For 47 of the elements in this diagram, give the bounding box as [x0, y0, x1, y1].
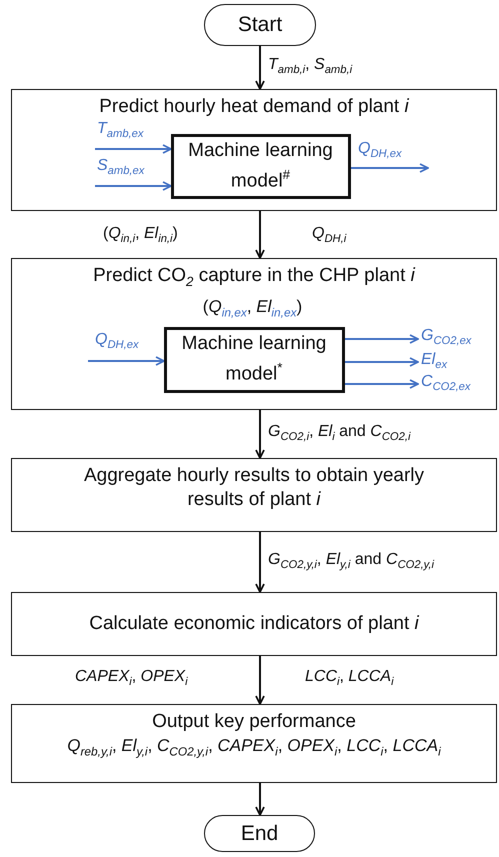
edge-label: El$_{ex}$: [421, 350, 448, 374]
edge-label: G$_{CO2,y,i}$, El$_{y,i}$ and C$_{CO2,y,i}$: [268, 550, 434, 574]
arrow: [345, 334, 419, 344]
terminator-label: End: [240, 822, 280, 846]
variable-list: Q$_{reb,y,i}$, El$_{y,i}$, C$_{CO2,y,i}$, CAPEX$_{i}$, OPEX$_{i}$, LCC$_{i}$, LCCA$_{i}$: [61, 734, 447, 764]
step-title: Calculate economic indicators of plant i: [88, 612, 420, 636]
process-box: [11, 592, 497, 656]
variable-label: (Q$_{in,ex}$, El$_{in,ex}$): [202, 297, 304, 322]
edge-label: G$_{CO2,ex}$: [421, 326, 472, 350]
arrow: [255, 783, 265, 816]
step-title: Aggregate hourly results to obtain yearly results of plant i: [82, 464, 426, 512]
edge-label: LCC$_{i}$, LCCA$_{i}$: [305, 667, 394, 690]
model-box: [164, 326, 344, 392]
model-box: [170, 134, 350, 198]
edge-label: T$_{amb,i}$, S$_{amb,i}$: [268, 55, 352, 78]
arrow: [95, 181, 172, 191]
step-title: Machine learning model$^{*}$: [180, 332, 328, 387]
process-box: [11, 89, 497, 211]
arrow: [345, 357, 419, 367]
step-title: Predict CO$_{2}$ capture in the CHP plant i: [92, 264, 416, 291]
edge-label: Q$_{DH,ex}$: [95, 330, 139, 354]
step-title: Output key performance: [151, 710, 357, 734]
arrow: [255, 532, 265, 593]
step-title: Predict hourly heat demand of plant i: [98, 95, 410, 119]
end-terminator: [204, 815, 315, 852]
arrow: [88, 356, 165, 366]
arrow: [255, 410, 265, 459]
arrow: [345, 379, 419, 389]
edge-label: S$_{amb,ex}$: [97, 156, 144, 180]
edge-label: Q$_{DH,ex}$: [358, 139, 402, 162]
edge-label: C$_{CO2,ex}$: [421, 372, 470, 396]
process-box: [11, 258, 497, 410]
arrow: [255, 46, 265, 90]
edge-label: G$_{CO2,i}$, El$_{i}$ and C$_{CO2,i}$: [268, 422, 410, 446]
arrow: [255, 656, 265, 705]
process-box: [11, 458, 497, 532]
output-box: [11, 704, 497, 783]
terminator-label: Start: [236, 13, 284, 37]
edge-label: T$_{amb,ex}$: [97, 119, 144, 142]
edge-label: Q$_{DH,i}$: [312, 224, 346, 248]
start-terminator: [204, 4, 316, 46]
arrow: [255, 211, 265, 259]
step-title: Machine learning model$^{#}$: [187, 138, 334, 194]
variable-label: CAPEX$_{i}$, OPEX$_{i}$: [75, 667, 188, 690]
arrow: [351, 163, 429, 173]
arrow: [95, 144, 172, 154]
variable-label: (Q$_{in,i}$, El$_{in,i}$): [103, 224, 178, 248]
